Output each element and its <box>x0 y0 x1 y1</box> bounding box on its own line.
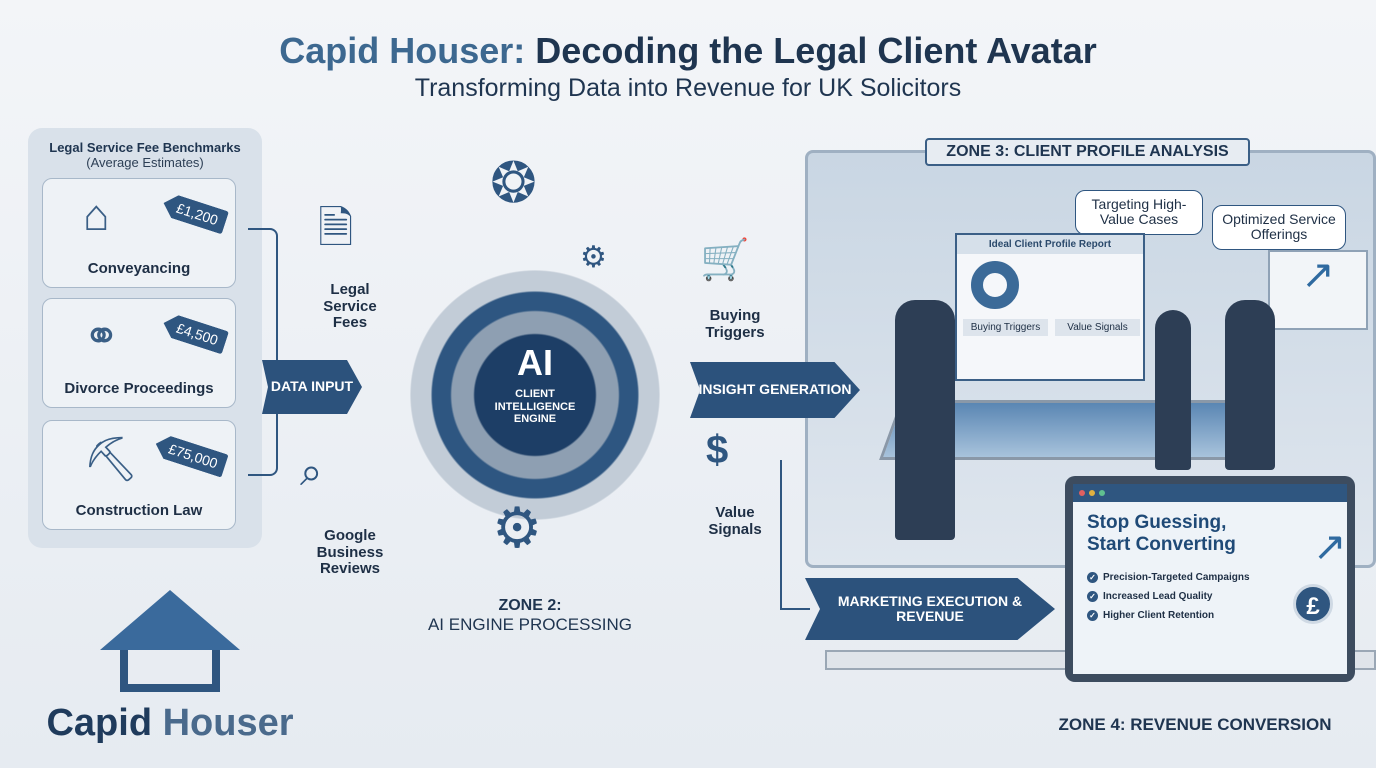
shopping-cart-icon: 🛒 <box>700 238 750 282</box>
report-title: Ideal Client Profile Report <box>957 235 1143 254</box>
legal-fees-label: Legal Service Fees <box>323 281 377 331</box>
browser-bar <box>1073 484 1347 502</box>
shield-dollar-icon: $ <box>706 428 729 472</box>
gear-icon: ⚙ <box>492 496 543 559</box>
speech-bubble-targeting: Targeting High-Value Cases <box>1075 190 1203 235</box>
fee-card-label: Conveyancing <box>87 260 191 277</box>
fee-card-label: Construction Law <box>75 502 203 519</box>
reviews-magnifier-icon: ⌕ <box>300 450 323 494</box>
small-gear-icon: ⚙ <box>580 241 607 274</box>
value-signals-label: Value Signals <box>708 504 762 538</box>
buying-triggers-label: Buying Triggers <box>705 307 765 341</box>
engine-name: CLIENT INTELLIGENCE ENGINE <box>494 388 576 426</box>
house-roof-icon <box>100 590 240 650</box>
donut-chart-icon <box>971 261 1019 309</box>
fee-benchmarks-panel: Legal Service Fee Benchmarks (Average Es… <box>28 128 262 548</box>
ideal-client-report-screen: Ideal Client Profile Report Buying Trigg… <box>955 233 1145 381</box>
zone4-label: ZONE 4: REVENUE CONVERSION <box>1058 715 1332 734</box>
report-section-value: Value Signals <box>1055 319 1140 336</box>
laptop: Stop Guessing,Start Converting ✓Precisio… <box>1065 476 1355 682</box>
businesswoman-figure <box>1155 310 1191 470</box>
pound-coin-icon: £ <box>1293 584 1333 624</box>
rings-gavel-icon: ⚭ <box>83 312 120 361</box>
panel-subtitle: (Average Estimates) <box>86 155 204 170</box>
fee-card-construction: ⛏ £75,000 Construction Law <box>42 420 236 530</box>
marketing-execution-arrow: MARKETING EXECUTION & REVENUE <box>805 578 1055 640</box>
panel-title: Legal Service Fee Benchmarks <box>49 140 241 155</box>
page-subtitle: Transforming Data into Revenue for UK So… <box>414 74 962 102</box>
house-key-icon: ⌂ <box>83 191 110 240</box>
ai-engine-gear: AI CLIENT INTELLIGENCE ENGINE <box>410 270 660 520</box>
zone3-title: ZONE 3: CLIENT PROFILE ANALYSIS <box>925 138 1250 166</box>
fee-card-divorce: ⚭ £4,500 Divorce Proceedings <box>42 298 236 408</box>
growth-arrow-icon: ↗ <box>1313 525 1347 569</box>
check-item: ✓Higher Client Retention <box>1087 610 1214 621</box>
engine-ai-text: AI <box>517 342 553 383</box>
fee-card-conveyancing: ⌂ £1,200 Conveyancing <box>42 178 236 288</box>
connector-line <box>780 460 810 610</box>
businessman-figure <box>895 300 955 540</box>
zone2-label: ZONE 2:AI ENGINE PROCESSING <box>427 597 633 635</box>
check-icon: ✓ <box>1087 610 1098 621</box>
data-input-arrow: DATA INPUT <box>262 360 362 414</box>
laptop-headline: Stop Guessing,Start Converting <box>1087 512 1236 555</box>
insight-generation-arrow: INSIGHT GENERATION <box>690 362 860 418</box>
check-icon: ✓ <box>1087 591 1098 602</box>
document-search-icon: 🗎 <box>318 204 354 253</box>
connector-bracket <box>248 228 278 476</box>
speech-bubble-optimized: Optimized Service Offerings <box>1212 205 1346 250</box>
price-tag: £75,000 <box>152 432 228 477</box>
house-walls-icon <box>120 650 220 692</box>
report-section-buying: Buying Triggers <box>963 319 1048 336</box>
brain-icon: ❂ <box>490 151 537 214</box>
fee-card-label: Divorce Proceedings <box>64 380 214 397</box>
growth-chart-board: ↗ <box>1268 250 1368 330</box>
page-title: Capid Houser: Decoding the Legal Client … <box>279 30 1097 71</box>
price-tag: £1,200 <box>160 192 229 235</box>
laptop-screen: Stop Guessing,Start Converting ✓Precisio… <box>1073 484 1347 674</box>
check-item: ✓Precision-Targeted Campaigns <box>1087 572 1250 583</box>
capid-houser-logo: Capid Houser <box>40 585 300 745</box>
price-tag: £4,500 <box>160 312 229 355</box>
businessman-figure-2 <box>1225 300 1275 470</box>
check-item: ✓Increased Lead Quality <box>1087 591 1213 602</box>
check-icon: ✓ <box>1087 572 1098 583</box>
crane-hardhat-icon: ⛏ <box>83 435 139 484</box>
reviews-label: Google Business Reviews <box>316 527 384 577</box>
